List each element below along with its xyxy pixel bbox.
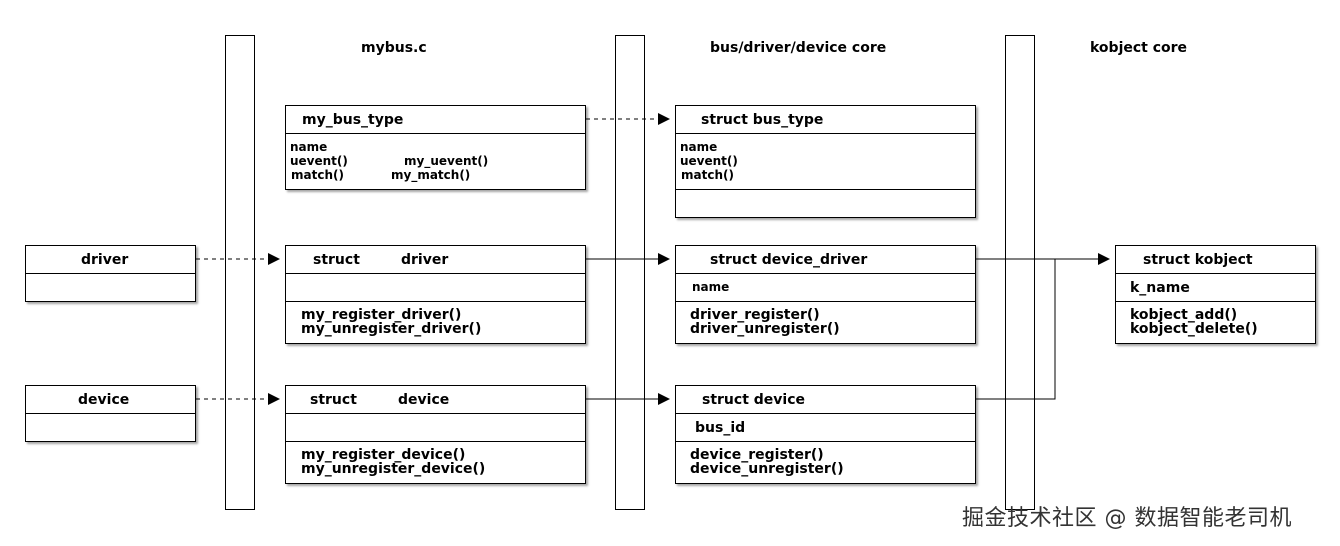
- box-device: device: [25, 385, 196, 442]
- struct-bus-type-field-name: name: [680, 140, 718, 154]
- struct-device-core-field: bus_id: [695, 420, 746, 436]
- lane-title-kobject: kobject core: [1090, 40, 1188, 56]
- lane-title-core: bus/driver/device core: [710, 40, 887, 56]
- box-struct-kobject: struct kobject k_name kobject_add() kobj…: [1115, 245, 1316, 344]
- struct-device-mybus-method-unregister: my_unregister_device(): [301, 461, 486, 477]
- box-driver-title: driver: [81, 252, 129, 268]
- struct-bus-type-title: struct bus_type: [701, 112, 824, 128]
- struct-bus-type-field-uevent: uevent(): [680, 154, 738, 168]
- box-device-title: device: [78, 392, 130, 408]
- struct-device-mybus-title-b: device: [398, 392, 450, 408]
- lane-core: [615, 35, 645, 510]
- connector-device-to-kobject: [976, 259, 1056, 400]
- my-bus-type-title: my_bus_type: [302, 112, 404, 128]
- struct-device-core-method-unregister: device_unregister(): [690, 461, 844, 477]
- my-bus-type-field-name: name: [290, 140, 328, 154]
- struct-device-core-method-register: device_register(): [690, 447, 824, 463]
- struct-driver-method-unregister: my_unregister_driver(): [301, 321, 482, 337]
- struct-kobject-title: struct kobject: [1143, 252, 1253, 268]
- my-bus-type-value-match: my_match(): [391, 168, 471, 182]
- my-bus-type-field-match: match(): [291, 168, 344, 182]
- lane-mybus: [225, 35, 255, 510]
- struct-kobject-field: k_name: [1130, 280, 1190, 296]
- box-struct-device-driver: struct device_driver name driver_registe…: [675, 245, 976, 344]
- struct-kobject-method-delete: kobject_delete(): [1130, 321, 1258, 337]
- my-bus-type-value-uevent: my_uevent(): [404, 154, 489, 168]
- struct-device-driver-method-register: driver_register(): [690, 307, 820, 323]
- my-bus-type-field-uevent: uevent(): [290, 154, 348, 168]
- box-struct-device-mybus: struct device my_register_device() my_un…: [285, 385, 586, 484]
- lane-kobject: [1005, 35, 1035, 510]
- struct-device-driver-method-unregister: driver_unregister(): [690, 321, 840, 337]
- box-struct-bus-type: struct bus_type name uevent() match(): [675, 105, 976, 218]
- struct-driver-title-b: driver: [401, 252, 449, 268]
- struct-device-mybus-method-register: my_register_device(): [301, 447, 466, 463]
- struct-bus-type-field-match: match(): [681, 168, 734, 182]
- struct-device-core-title: struct device: [702, 392, 805, 408]
- box-struct-device-core: struct device bus_id device_register() d…: [675, 385, 976, 484]
- struct-device-driver-title: struct device_driver: [710, 252, 868, 268]
- box-driver: driver: [25, 245, 196, 302]
- box-my-bus-type: my_bus_type name uevent() my_uevent() ma…: [285, 105, 586, 190]
- struct-kobject-method-add: kobject_add(): [1130, 307, 1238, 323]
- struct-driver-method-register: my_register_driver(): [301, 307, 462, 323]
- struct-device-mybus-title-a: struct: [310, 392, 357, 408]
- watermark: 掘金技术社区 @ 数据智能老司机: [962, 506, 1292, 531]
- struct-driver-title-a: struct: [313, 252, 360, 268]
- box-struct-driver: struct driver my_register_driver() my_un…: [285, 245, 586, 344]
- struct-device-driver-field: name: [692, 280, 730, 294]
- lane-title-mybus: mybus.c: [361, 40, 427, 56]
